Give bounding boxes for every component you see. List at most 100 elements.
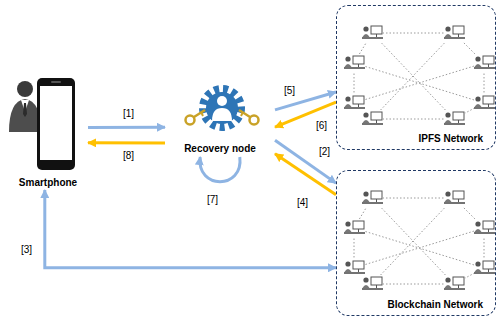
peer-ground — [344, 259, 365, 277]
peer-head — [445, 191, 450, 196]
peer-desk — [474, 107, 495, 109]
peer-link — [354, 63, 484, 103]
peer-head — [363, 26, 368, 31]
peer-monitor — [371, 112, 382, 120]
peer-stand — [376, 199, 377, 202]
peer-ground — [344, 54, 365, 72]
peer-ground — [474, 219, 495, 237]
peer-computer — [344, 54, 365, 72]
peer-computer — [362, 24, 383, 42]
gear-teeth — [203, 89, 241, 127]
peer-monitor — [453, 112, 464, 120]
peer-computer — [344, 94, 365, 112]
node-label: Smartphone — [19, 177, 77, 189]
peer-stand — [358, 104, 359, 107]
peer-monitor — [483, 261, 494, 269]
peer-head — [475, 56, 480, 61]
peer-computer — [444, 189, 465, 207]
peer-stand — [376, 285, 377, 288]
key-ring — [250, 116, 259, 125]
key-shaft — [239, 110, 250, 117]
phone-body — [37, 78, 75, 170]
peer-ground — [344, 94, 365, 112]
peer-computer — [474, 259, 495, 277]
peer-ground — [362, 275, 383, 293]
peer-desk — [344, 107, 365, 109]
peer-stand — [458, 120, 459, 123]
step-number: [4] — [296, 197, 309, 209]
peer-head — [363, 191, 368, 196]
step-number: [3] — [20, 244, 33, 256]
peer-monitor — [353, 221, 364, 229]
peer-monitor — [371, 277, 382, 285]
peer-body — [363, 285, 370, 288]
peer-desk — [344, 67, 365, 69]
key-bit — [201, 112, 203, 116]
peer-link — [372, 284, 454, 285]
peer-stand — [488, 104, 489, 107]
peer-computer — [474, 219, 495, 237]
peer-link — [372, 33, 454, 119]
peer-body — [475, 64, 482, 67]
flow-arrow — [88, 141, 165, 144]
key-shaft — [194, 110, 205, 117]
peer-head — [363, 112, 368, 117]
phone-screen — [40, 86, 72, 160]
peer-desk — [362, 37, 383, 39]
peer-desk — [362, 288, 383, 290]
gear-body — [206, 92, 238, 124]
step-number: [8] — [122, 150, 135, 162]
peer-body — [345, 269, 352, 272]
peer-head — [345, 261, 350, 266]
peer-ground — [474, 54, 495, 72]
peer-body — [445, 199, 452, 202]
peer-link — [372, 198, 454, 199]
step-number: [7] — [206, 194, 219, 206]
peer-link — [354, 63, 484, 103]
peer-body — [445, 285, 452, 288]
peer-stand — [358, 269, 359, 272]
peer-head — [363, 277, 368, 282]
peer-body — [363, 199, 370, 202]
user-figure — [9, 81, 41, 132]
peer-computer — [444, 275, 465, 293]
peer-monitor — [453, 277, 464, 285]
peer-monitor — [353, 96, 364, 104]
peer-head — [475, 96, 480, 101]
peer-computer — [362, 189, 383, 207]
recovery-node: Recovery node — [165, 84, 275, 156]
peer-monitor — [371, 191, 382, 199]
peer-head — [345, 56, 350, 61]
step-number: [5] — [283, 85, 296, 97]
peer-ground — [444, 110, 465, 128]
peer-stand — [488, 64, 489, 67]
peer-monitor — [371, 26, 382, 34]
gear-person-head — [217, 96, 227, 106]
peer-computer — [344, 219, 365, 237]
phone-speaker — [51, 81, 61, 83]
peer-link — [372, 119, 454, 120]
peer-body — [345, 229, 352, 232]
flow-arrow — [275, 154, 336, 195]
peer-monitor — [453, 26, 464, 34]
peer-body — [363, 120, 370, 123]
peer-computer — [474, 94, 495, 112]
peer-desk — [444, 37, 465, 39]
peer-head — [475, 261, 480, 266]
peer-ground — [444, 24, 465, 42]
peer-link — [372, 198, 454, 284]
peer-stand — [458, 34, 459, 37]
peer-stand — [358, 64, 359, 67]
peer-computer — [444, 24, 465, 42]
peer-monitor — [453, 191, 464, 199]
peer-head — [345, 221, 350, 226]
flow-arrow — [200, 157, 240, 182]
peer-group — [344, 24, 495, 128]
peer-ground — [474, 259, 495, 277]
peer-link — [372, 33, 454, 119]
peer-head — [445, 26, 450, 31]
peer-monitor — [483, 96, 494, 104]
node-label: Recovery node — [184, 143, 256, 155]
